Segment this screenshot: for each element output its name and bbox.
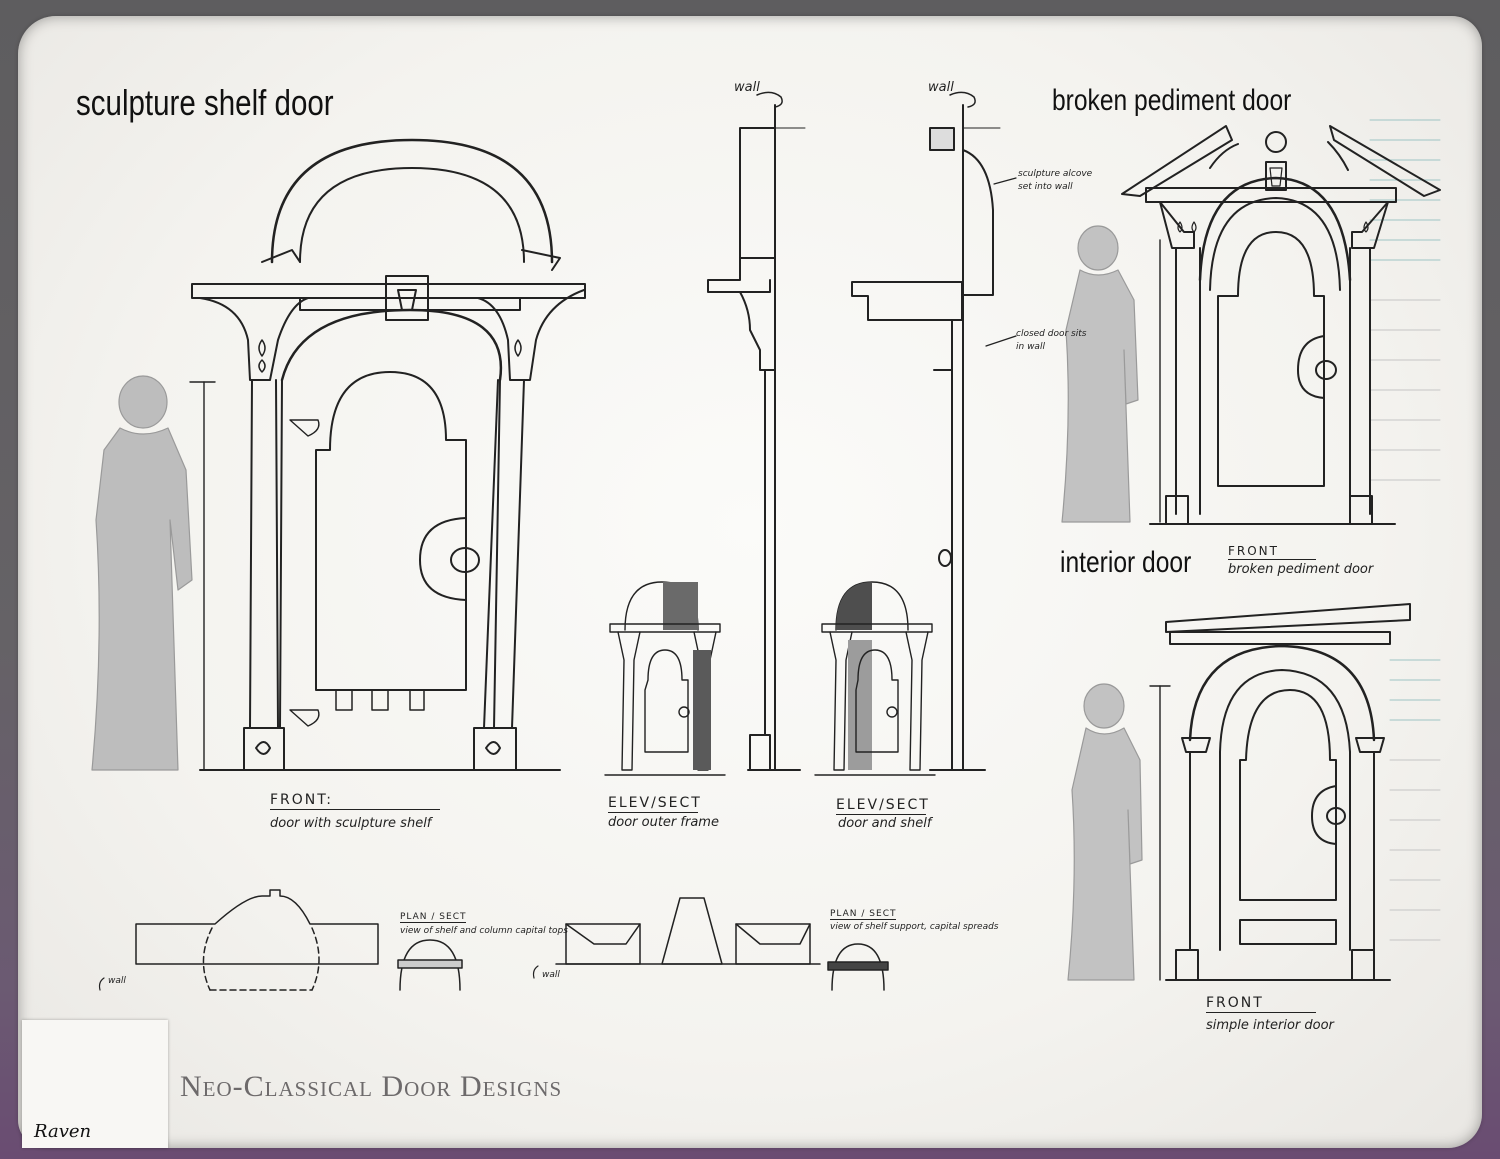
plan-section-left xyxy=(98,889,463,991)
wall-label-left: wall xyxy=(734,80,760,95)
sheet-title: Neo-Classical Door Designs xyxy=(180,1070,563,1103)
caption-front-interior-head: FRONT xyxy=(1206,995,1316,1013)
sculpture-shelf-door-front xyxy=(91,138,586,771)
heading-sculpture-shelf-door: sculpture shelf door xyxy=(76,82,334,123)
broken-pediment-door-front xyxy=(1061,119,1441,525)
caption-plan-right-head: PLAN / SECT xyxy=(830,909,897,920)
caption-front-main-sub: door with sculpture shelf xyxy=(270,816,432,831)
caption-front-broken-sub: broken pediment door xyxy=(1228,562,1374,577)
logo-name: Raven xyxy=(34,1121,92,1142)
interior-door-front xyxy=(1067,603,1441,981)
caption-elev-shelf-sub: door and shelf xyxy=(838,816,932,831)
heading-broken-pediment-door: broken pediment door xyxy=(1052,84,1292,117)
raven-logo: Raven xyxy=(22,1020,168,1148)
caption-plan-right-sub: view of shelf support, capital spreads xyxy=(830,922,999,932)
caption-plan-left-head: PLAN / SECT xyxy=(400,912,467,923)
plan-section-right xyxy=(532,897,889,991)
caption-plan-left-sub: view of shelf and column capital tops xyxy=(400,926,568,936)
caption-front-interior-sub: simple interior door xyxy=(1206,1018,1334,1033)
wall-label-right: wall xyxy=(928,80,954,95)
small-elevation-frame xyxy=(604,581,726,776)
caption-front-main-head: FRONT: xyxy=(270,792,440,810)
heading-interior-door: interior door xyxy=(1060,546,1192,579)
small-elevation-shelf xyxy=(814,581,936,776)
caption-plan-right-wall: wall xyxy=(542,970,560,980)
note-closed-door: closed door sits in wall xyxy=(1016,329,1087,352)
elevation-section-left xyxy=(707,91,806,771)
caption-front-broken-head: FRONT xyxy=(1228,544,1316,560)
caption-elev-frame-sub: door outer frame xyxy=(608,815,719,830)
drawing-sheet xyxy=(18,16,1482,1148)
caption-plan-left-wall: wall xyxy=(108,976,126,986)
elevation-section-right xyxy=(851,91,1017,771)
statue-figure xyxy=(91,375,193,771)
note-alcove: sculpture alcove set into wall xyxy=(1018,169,1093,192)
caption-elev-frame-head: ELEV/SECT xyxy=(608,795,702,813)
caption-elev-shelf-head: ELEV/SECT xyxy=(836,797,930,815)
